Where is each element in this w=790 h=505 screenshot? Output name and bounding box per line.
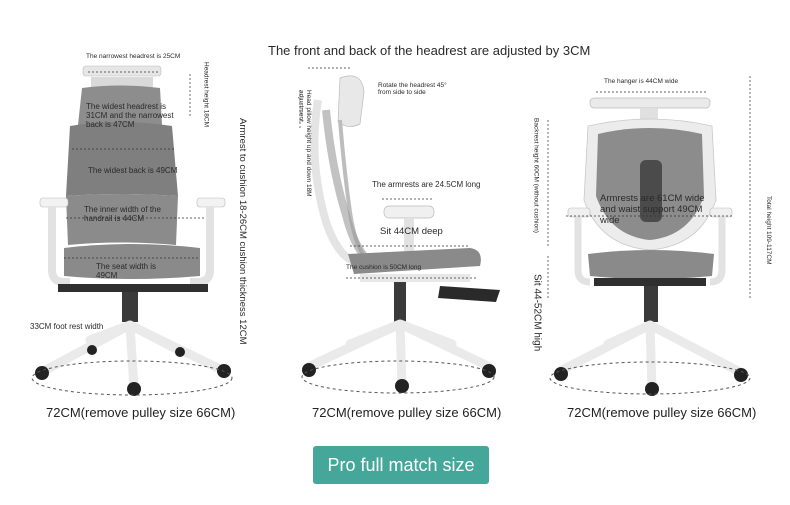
widest-back-label: The widest back is 49CM	[88, 166, 178, 175]
pro-full-match-size-button[interactable]: Pro full match size	[313, 446, 489, 484]
sit-deep-label: Sit 44CM deep	[380, 226, 443, 237]
seat-width-label: The seat width is 49CM	[96, 262, 157, 281]
side-base-size-label: 72CM(remove pulley size 66CM)	[312, 405, 502, 420]
backrest-height-label: Backrest height 60CM (without cushion)	[532, 118, 540, 233]
armrest-cushion-label: Armrest to cushion 18-26CM cushion thick…	[236, 118, 248, 345]
narrowest-headrest-label: The narrowest headrest is 25CM	[86, 53, 181, 60]
back-base-size-label: 72CM(remove pulley size 66CM)	[567, 405, 757, 420]
head-pillow-label: Head pillow height up and down 18M adjus…	[297, 90, 312, 197]
widest-headrest-label: The widest headrest is 31CM and the narr…	[86, 102, 174, 130]
front-base-size-label: 72CM(remove pulley size 66CM)	[46, 405, 236, 420]
armrests-waist-label: Armrests are 61CM wide and waist support…	[600, 193, 705, 226]
headrest-height-label: Headrest height 18CM	[202, 62, 210, 128]
hanger-width-label: The hanger is 44CM wide	[604, 78, 679, 85]
cushion-length-label: The cushion is 50CM long	[346, 264, 422, 271]
total-height-label: Total height 109-117CM	[765, 196, 772, 265]
rotate-headrest-label: Rotate the headrest 45° from side to sid…	[378, 82, 447, 97]
armrests-long-label: The armrests are 24.5CM long	[372, 180, 481, 189]
sit-high-label: Sit 44-52CM high	[531, 274, 543, 352]
foot-rest-label: 33CM foot rest width	[30, 322, 104, 331]
handrail-inner-width-label: The inner width of the handrail is 44CM	[84, 205, 161, 224]
headline: The front and back of the headrest are a…	[268, 43, 591, 58]
